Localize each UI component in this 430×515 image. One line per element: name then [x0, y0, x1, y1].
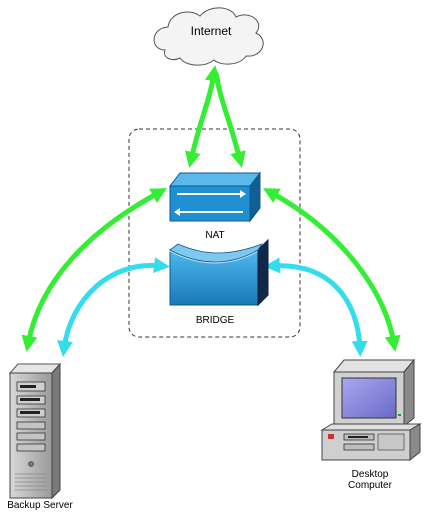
- bridge-desktop-link: [264, 257, 368, 357]
- nat-router-icon: [168, 171, 262, 223]
- internet-cloud-icon: [153, 7, 264, 66]
- nat-internet-link: [184, 65, 246, 168]
- bridge-label: BRIDGE: [195, 315, 235, 326]
- desktop-label-line2: Computer: [348, 480, 392, 491]
- backup-server-label: Backup Server: [7, 500, 73, 511]
- desktop-computer-label: Desktop Computer: [330, 469, 410, 491]
- bridge-backup-link: [57, 257, 170, 357]
- bridge-icon: [169, 238, 269, 307]
- desktop-label-line1: Desktop: [351, 469, 389, 480]
- nat-label: NAT: [205, 230, 225, 241]
- backup-server-icon: [8, 362, 62, 500]
- desktop-computer-icon: [320, 358, 422, 462]
- internet-label: Internet: [190, 24, 232, 38]
